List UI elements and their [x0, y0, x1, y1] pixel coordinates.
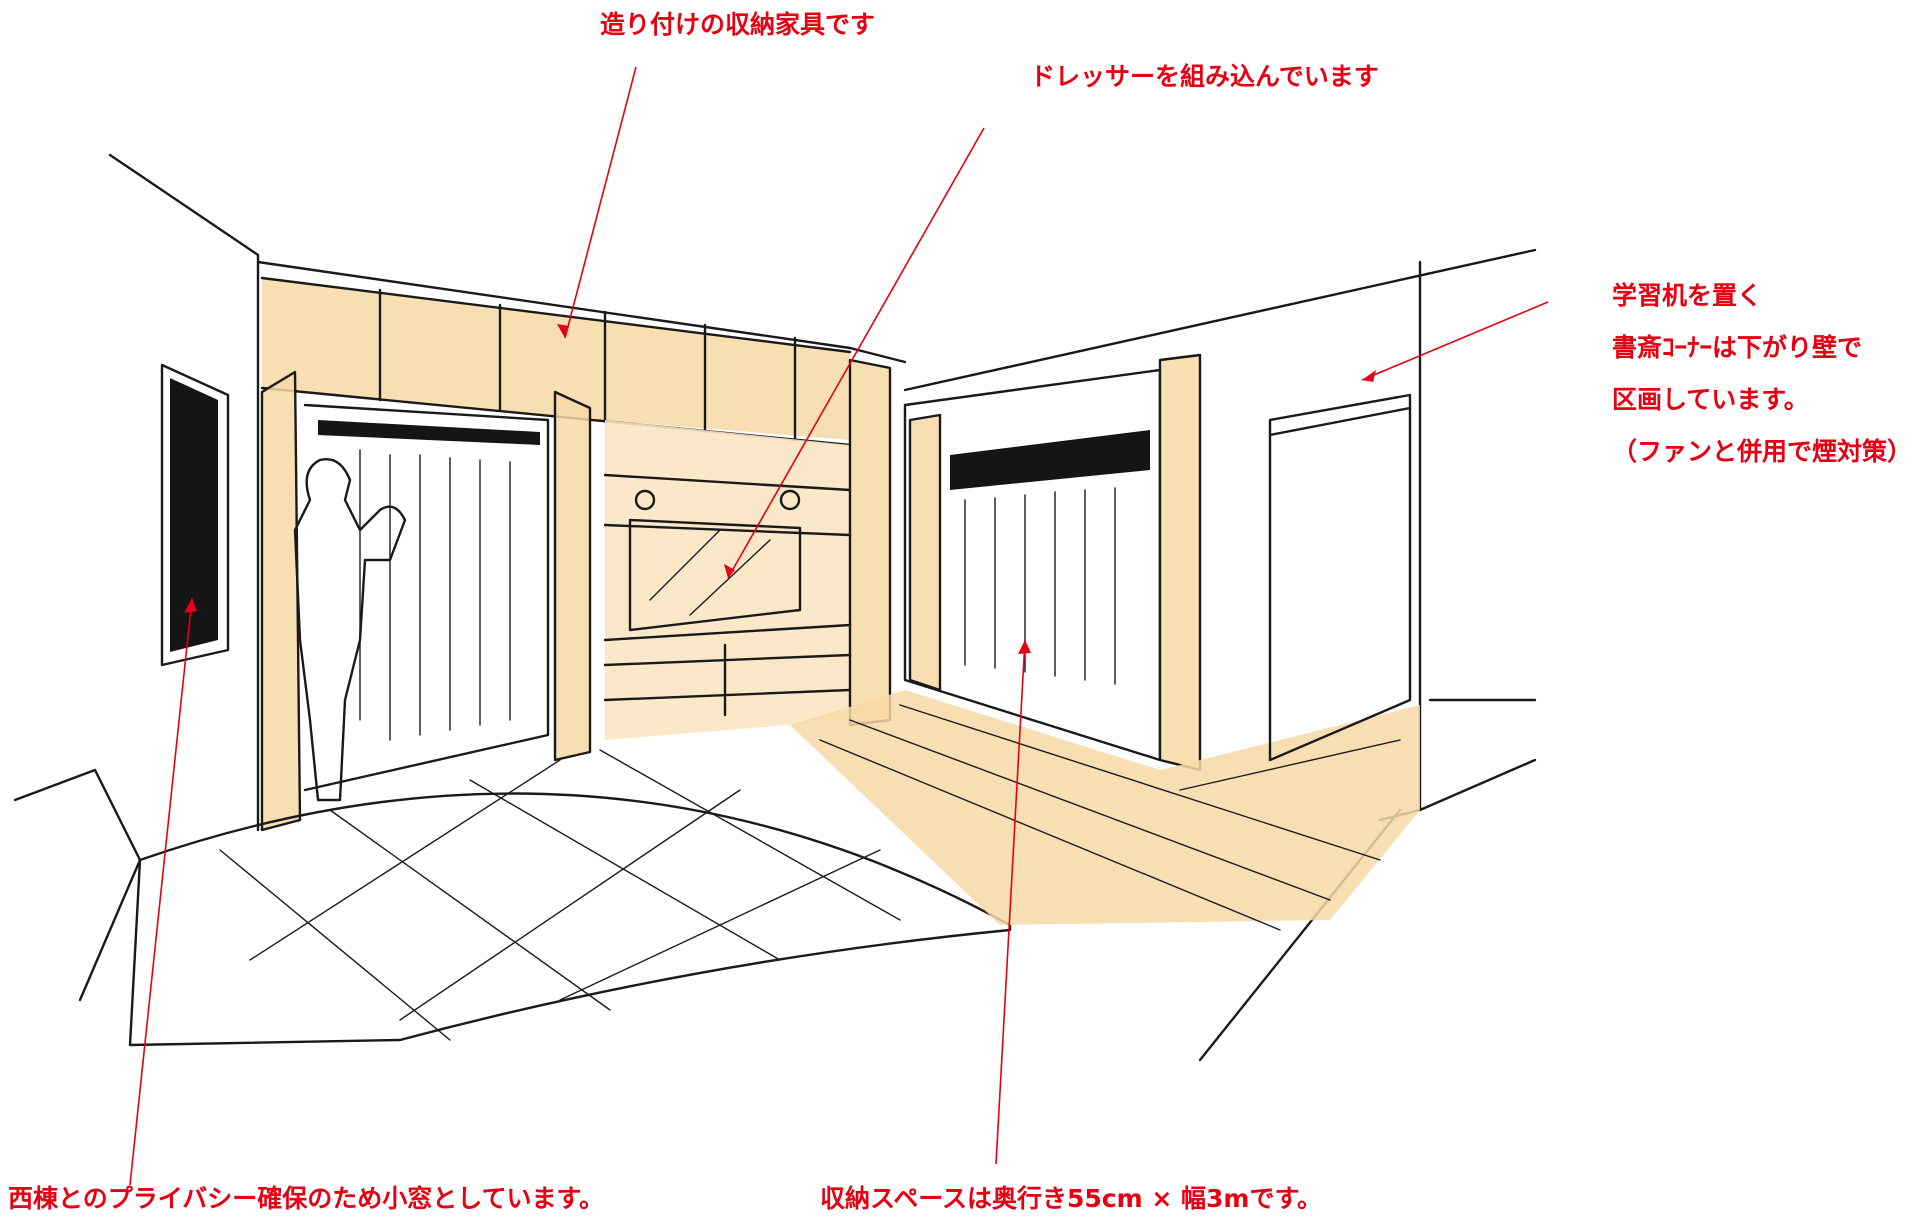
bed [13, 749, 1012, 1047]
wood-floor [790, 690, 1420, 931]
annotation-study-line-3: 区画しています。 [1612, 385, 1809, 414]
annotation-built-in-storage: 造り付けの収納家具です [600, 10, 876, 39]
small-window [160, 363, 230, 667]
annotation-study-line-4: （ファンと併用で煙対策） [1612, 437, 1913, 466]
study-corner [1268, 393, 1412, 762]
annotation-study-line-1: 学習机を置く [1612, 281, 1763, 310]
annotation-storage-space: 収納スペースは奥行き55cm × 幅3mです。 [820, 1184, 1322, 1213]
annotation-small-window: 西棟とのプライバシー確保のため小窓としています。 [8, 1184, 605, 1213]
annotation-dresser: ドレッサーを組み込んでいます [1030, 62, 1379, 91]
built-in-storage [260, 276, 852, 832]
leader-lines [129, 66, 1549, 1186]
annotation-study-line-2: 書斎ｺｰﾅｰは下がり壁で [1612, 333, 1863, 362]
